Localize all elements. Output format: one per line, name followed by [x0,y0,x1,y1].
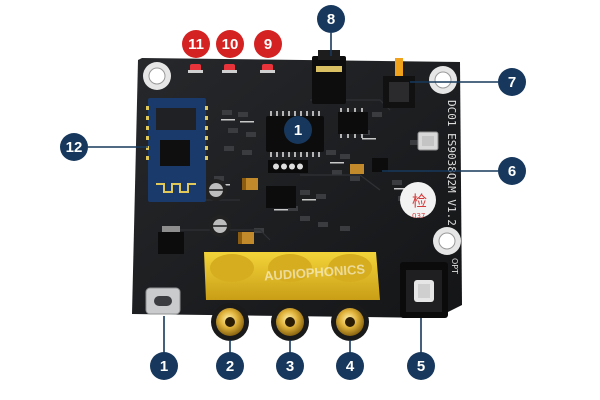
tantalum-capacitor [350,164,364,174]
pin-header [268,160,308,173]
svg-text:检: 检 [412,192,427,210]
rca-jack [211,303,249,341]
bluetooth-module [146,98,208,202]
push-button [383,58,415,108]
small-ic [372,158,388,172]
callout-9: 9 [254,30,282,58]
callout-5: 5 [407,352,435,380]
led-red [260,64,275,73]
optical-connector [400,262,448,318]
callout-11: 11 [182,30,210,58]
mounting-hole [433,227,461,255]
mounting-hole [429,66,457,94]
led-red [188,64,203,73]
electrolytic-capacitor [209,215,231,237]
callout-1-usb: 1 [150,352,178,380]
callout-8: 8 [317,5,345,33]
brand-watermark: AUDIOPHONICS [264,261,366,283]
callout-leaders [88,33,498,366]
regulator-chip [158,226,184,254]
crystal-oscillator [417,131,439,151]
callout-12: 12 [60,133,88,161]
callout-1: 1 [284,116,312,144]
opt-label: OPT [450,258,459,274]
callout-6: 6 [498,157,526,185]
mounting-hole [143,62,171,90]
op-amp-chip [338,108,368,138]
usb-c-connector [145,287,181,315]
audio-jack [312,50,346,104]
model-silkscreen: DC01 ES9038Q2M V1.2 [445,100,458,226]
receiver-chip [266,186,296,208]
svg-text:037: 037 [412,212,425,220]
callout-4: 4 [336,352,364,380]
led-red [222,64,237,73]
callout-7: 7 [498,68,526,96]
rca-connector-block [204,252,380,300]
tantalum-capacitor [242,178,258,190]
callout-10: 10 [216,30,244,58]
callout-3: 3 [276,352,304,380]
electrolytic-capacitor [205,179,227,201]
callout-2: 2 [216,352,244,380]
rca-jack [271,303,309,341]
rca-jack [331,303,369,341]
inspection-stamp: 检 037 [400,182,436,220]
tantalum-capacitor [238,232,254,244]
